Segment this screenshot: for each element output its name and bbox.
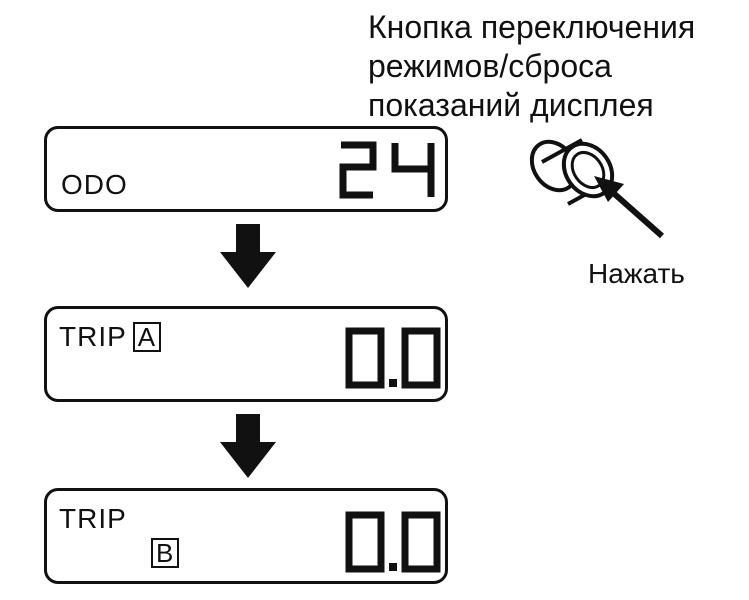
push-button-icon xyxy=(529,138,664,239)
trip-a-badge: A xyxy=(132,322,162,352)
display-mode-label: TRIP xyxy=(59,321,127,352)
display-odo: ODO xyxy=(44,126,448,212)
press-arrow-head xyxy=(594,176,624,202)
segment-readout-24 xyxy=(339,141,435,199)
down-arrow-icon xyxy=(220,224,276,288)
trip-b-badge: B xyxy=(151,538,180,568)
segment-readout-0-0 xyxy=(345,511,441,573)
display-trip-b: TRIP B xyxy=(44,488,448,584)
button-description-line-3: показаний дисплея xyxy=(368,87,654,123)
display-mode-label: TRIP xyxy=(59,503,127,534)
press-label: Нажать xyxy=(588,258,685,289)
button-description-line-1: Кнопка переключения xyxy=(368,9,696,45)
down-arrow-icon xyxy=(220,414,276,478)
segment-readout-0-0 xyxy=(345,327,441,389)
display-mode-label: ODO xyxy=(61,169,128,200)
trip-b-badge-wrap: B xyxy=(145,537,180,569)
button-description: Кнопка переключения режимов/сброса показ… xyxy=(368,8,695,125)
button-description-line-2: режимов/сброса xyxy=(368,48,612,84)
press-arrow-shaft xyxy=(608,187,664,239)
